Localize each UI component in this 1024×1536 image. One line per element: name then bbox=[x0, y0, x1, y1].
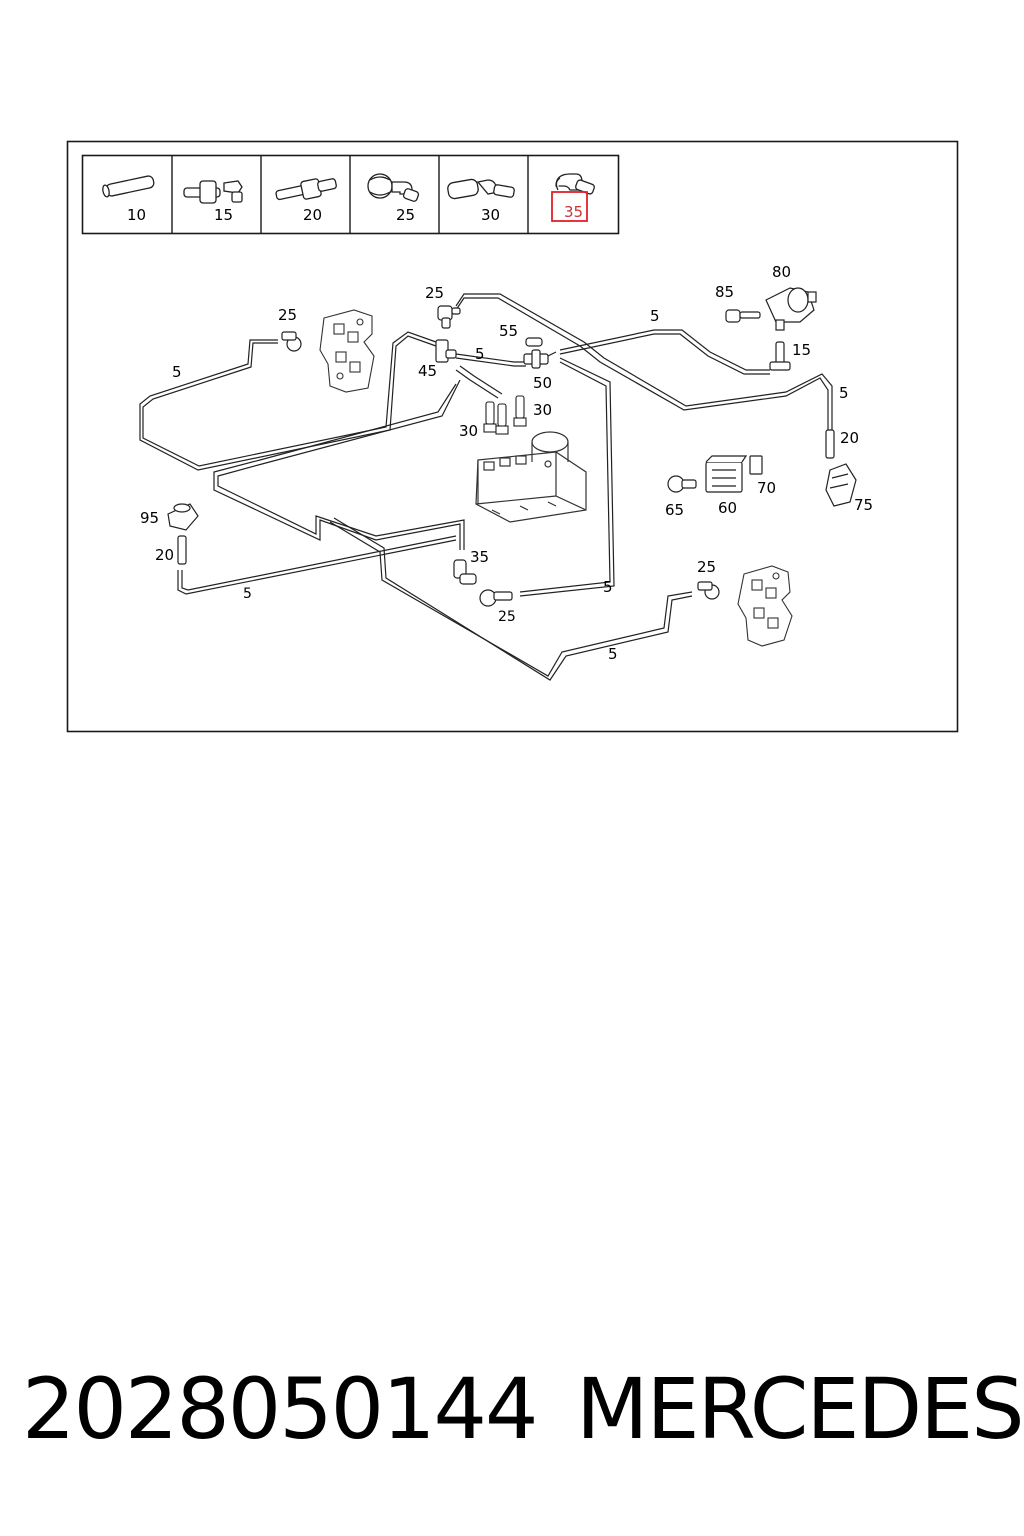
elbow-connector-25-bottom-right bbox=[697, 581, 720, 600]
connector-legend: 10 15 20 25 30 bbox=[81, 154, 620, 235]
callout-45: 45 bbox=[418, 362, 437, 380]
elbow-connector-25-left bbox=[281, 331, 302, 352]
callout-35: 35 bbox=[470, 548, 489, 566]
callout-30-a: 30 bbox=[533, 401, 552, 419]
vacuum-lines bbox=[139, 293, 833, 681]
straight-reducer-connector-icon bbox=[275, 178, 337, 201]
callout-70: 70 bbox=[757, 479, 776, 497]
vacuum-element-75-icon bbox=[825, 463, 857, 507]
callout-55: 55 bbox=[499, 322, 518, 340]
callout-5-bottom-left: 5 bbox=[243, 586, 252, 602]
part-85-check-valve bbox=[725, 309, 761, 323]
callout-5-bottom-right: 5 bbox=[608, 645, 618, 663]
legend-label-35: 35 bbox=[564, 203, 583, 221]
valve-body-left-icon bbox=[319, 309, 375, 393]
parts-diagram: 10 15 20 25 30 bbox=[66, 140, 959, 733]
callout-5-bottom-mid: 5 bbox=[603, 578, 613, 596]
callout-15: 15 bbox=[792, 341, 811, 359]
elbow-connectors-30 bbox=[483, 395, 527, 435]
callout-85: 85 bbox=[715, 283, 734, 301]
callout-25-left: 25 bbox=[278, 306, 297, 324]
switch-block-60-icon bbox=[705, 455, 748, 493]
elbow-clip-connector-35 bbox=[453, 559, 477, 585]
legend-label-15: 15 bbox=[214, 206, 233, 224]
diagram-frame bbox=[66, 140, 959, 733]
elbow-clip-connector-icon bbox=[555, 173, 595, 195]
bracket-70-icon bbox=[749, 455, 763, 475]
straight-connector-icon bbox=[102, 175, 155, 198]
callout-5-mid: 5 bbox=[475, 345, 485, 363]
connector-45 bbox=[435, 339, 457, 363]
callout-75: 75 bbox=[854, 496, 873, 514]
callout-95: 95 bbox=[140, 509, 159, 527]
legend-label-30: 30 bbox=[481, 206, 500, 224]
tee-connector-icon bbox=[183, 180, 243, 204]
callout-60: 60 bbox=[718, 499, 737, 517]
callout-20-right: 20 bbox=[840, 429, 859, 447]
connector-20-right bbox=[825, 429, 835, 459]
vacuum-control-module-icon bbox=[475, 431, 587, 523]
tee-connector-15 bbox=[769, 341, 791, 371]
callout-30-b: 30 bbox=[459, 422, 478, 440]
legend-label-25: 25 bbox=[396, 206, 415, 224]
callout-5-top-right: 5 bbox=[650, 307, 660, 325]
callout-labels: 25 25 45 55 5 50 30 30 5 5 85 80 15 5 20… bbox=[140, 263, 873, 663]
tee-connector-50 bbox=[523, 349, 549, 369]
brand-name: MERCEDES bbox=[576, 1360, 1024, 1458]
footer: 2028050144 MERCEDES bbox=[0, 1360, 1024, 1470]
elbow-connector-25-bottom bbox=[479, 589, 513, 607]
legend-label-10: 10 bbox=[127, 206, 146, 224]
callout-5-top-left: 5 bbox=[172, 363, 182, 381]
legend-highlight-box bbox=[551, 191, 588, 222]
callout-5-right: 5 bbox=[839, 384, 849, 402]
part-55-sleeve bbox=[525, 337, 543, 347]
screw-65-icon bbox=[667, 475, 697, 493]
callout-25-top: 25 bbox=[425, 284, 444, 302]
callout-20-left: 20 bbox=[155, 546, 174, 564]
vacuum-valve-80-icon bbox=[765, 287, 817, 331]
elbow-sleeve-connector-icon bbox=[447, 178, 515, 200]
callout-25-bottom-right: 25 bbox=[697, 558, 716, 576]
legend-label-20: 20 bbox=[303, 206, 322, 224]
callout-25-bottom: 25 bbox=[498, 609, 516, 625]
vacuum-unit-95-icon bbox=[167, 503, 199, 531]
connector-20-left bbox=[177, 535, 187, 565]
part-number: 2028050144 bbox=[22, 1360, 538, 1458]
callout-80: 80 bbox=[772, 263, 791, 281]
valve-body-right-icon bbox=[737, 565, 793, 647]
elbow-connector-icon bbox=[367, 173, 420, 202]
callout-65: 65 bbox=[665, 501, 684, 519]
callout-50: 50 bbox=[533, 374, 552, 392]
elbow-connector-25-top bbox=[437, 305, 461, 329]
